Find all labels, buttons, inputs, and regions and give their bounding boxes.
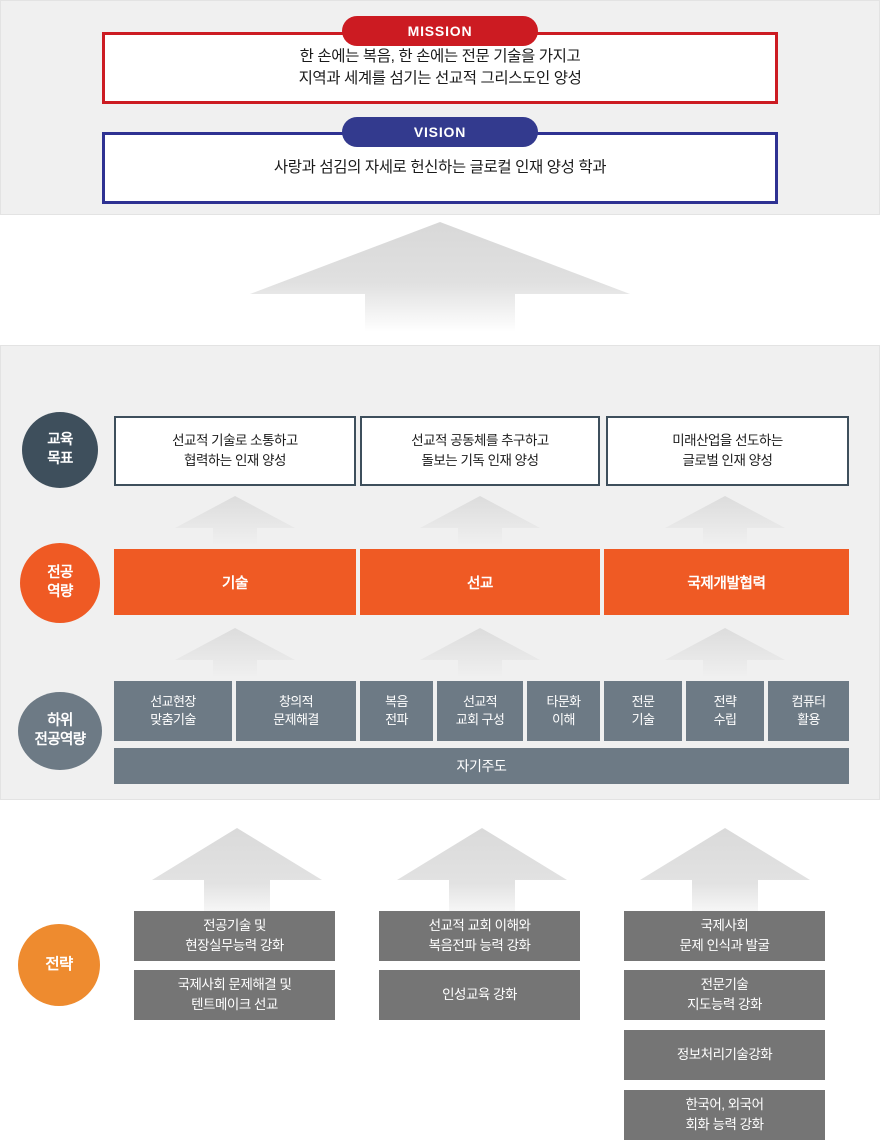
strategy-col3-item-2: 전문기술 지도능력 강화 (624, 970, 825, 1020)
major-competency-item-2: 선교 (360, 549, 600, 615)
mission-badge-label: MISSION (407, 23, 473, 39)
major-competency-item-3: 국제개발협력 (604, 549, 849, 615)
vision-badge: VISION (342, 117, 538, 147)
strategy-label: 전략 (45, 955, 73, 973)
major-competency-label: 전공 역량 (47, 565, 73, 600)
strategy-col3-item-4: 한국어, 외국어 회화 능력 강화 (624, 1090, 825, 1140)
sub-competency-badge: 하위 전공역량 (18, 692, 102, 770)
sub-competency-item-1: 선교현장 맞춤기술 (114, 681, 232, 741)
mission-badge: MISSION (342, 16, 538, 46)
education-goal-item-3: 미래산업을 선도하는 글로벌 인재 양성 (606, 416, 849, 486)
strategy-col3-item-1: 국제사회 문제 인식과 발굴 (624, 911, 825, 961)
sub-competency-item-8: 컴퓨터 활용 (768, 681, 849, 741)
strategy-col1-item-2: 국제사회 문제해결 및 텐트메이크 선교 (134, 970, 335, 1020)
vision-badge-label: VISION (413, 124, 467, 140)
sub-competency-label: 하위 전공역량 (34, 713, 87, 748)
sub-competency-item-3: 복음 전파 (360, 681, 433, 741)
sub-competency-self-directed: 자기주도 (114, 748, 849, 784)
sub-competency-item-6: 전문 기술 (604, 681, 682, 741)
education-goal-label: 교육 목표 (47, 432, 73, 467)
strategy-badge: 전략 (18, 924, 100, 1006)
education-goal-item-1: 선교적 기술로 소통하고 협력하는 인재 양성 (114, 416, 356, 486)
education-goal-item-2: 선교적 공동체를 추구하고 돌보는 기독 인재 양성 (360, 416, 600, 486)
major-competency-badge: 전공 역량 (20, 543, 100, 623)
strategy-col3-item-3: 정보처리기술강화 (624, 1030, 825, 1080)
education-goal-badge: 교육 목표 (22, 412, 98, 488)
sub-competency-item-5: 타문화 이해 (527, 681, 600, 741)
arrow-up-icon-strategy-1 (152, 828, 322, 923)
sub-competency-item-2: 창의적 문제해결 (236, 681, 356, 741)
arrow-up-icon-strategy-2 (397, 828, 567, 923)
arrow-up-icon-main (250, 222, 630, 332)
strategy-col2-item-1: 선교적 교회 이해와 복음전파 능력 강화 (379, 911, 580, 961)
mission-text: 한 손에는 복음, 한 손에는 전문 기술을 가지고 지역과 세계를 섬기는 선… (298, 47, 582, 87)
arrow-up-icon-strategy-3 (640, 828, 810, 923)
major-competency-item-1: 기술 (114, 549, 356, 615)
vision-text: 사랑과 섬김의 자세로 헌신하는 글로컬 인재 양성 학과 (273, 158, 607, 176)
strategy-col1-item-1: 전공기술 및 현장실무능력 강화 (134, 911, 335, 961)
sub-competency-item-7: 전략 수립 (686, 681, 764, 741)
sub-competency-item-4: 선교적 교회 구성 (437, 681, 523, 741)
strategy-col2-item-2: 인성교육 강화 (379, 970, 580, 1020)
